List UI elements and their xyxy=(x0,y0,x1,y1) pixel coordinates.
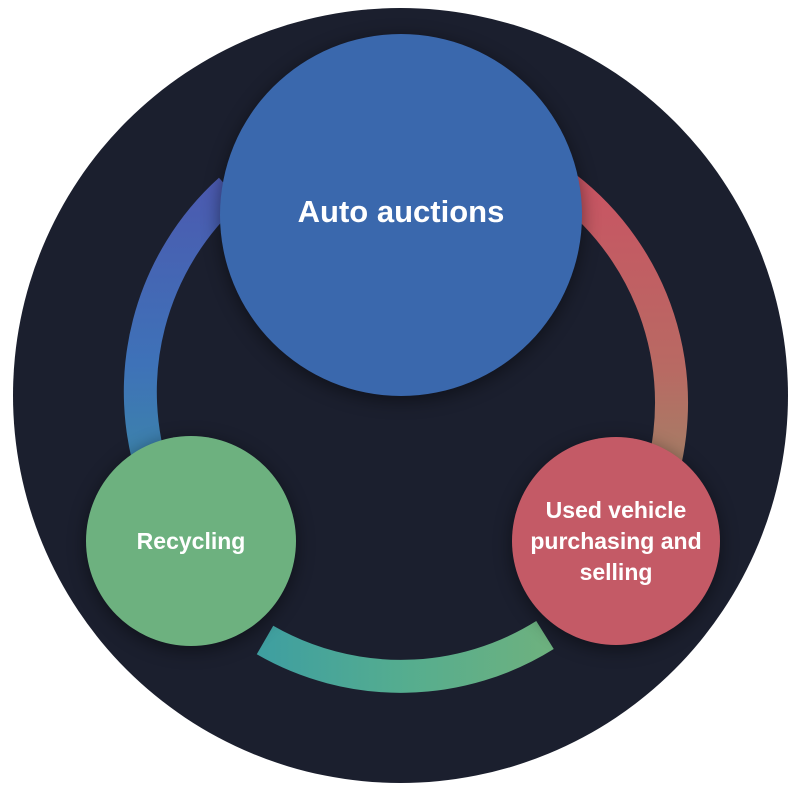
recycling-label: Recycling xyxy=(136,527,246,554)
auto-auctions-node: Auto auctions xyxy=(220,34,582,396)
used-vehicle-label: Used vehicle purchasing and selling xyxy=(530,496,702,585)
used-vehicle-node: Used vehicle purchasing and selling xyxy=(512,437,720,645)
recycling-node: Recycling xyxy=(86,436,296,646)
ring-segment-bottom xyxy=(256,620,554,693)
ring-segment-left xyxy=(123,177,242,486)
auto-auctions-label: Auto auctions xyxy=(297,194,505,229)
